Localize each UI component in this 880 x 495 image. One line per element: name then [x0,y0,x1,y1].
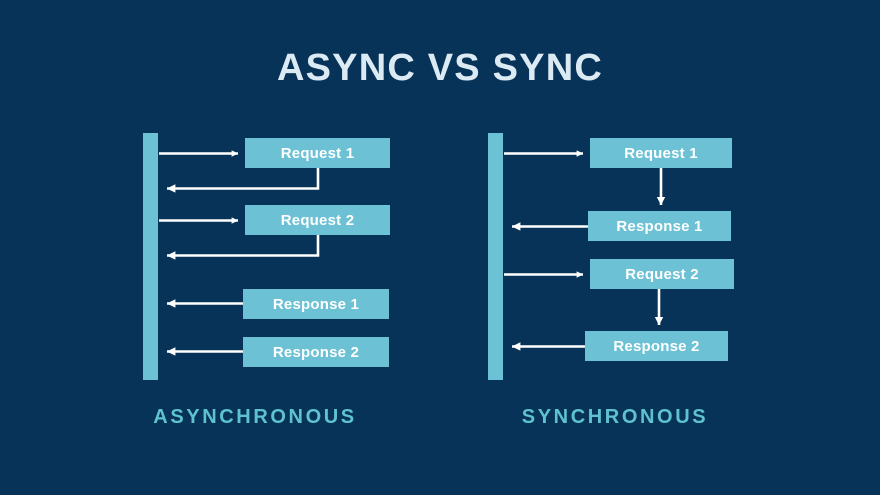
async-lifeline [143,133,158,380]
async-message-box-request-2[interactable]: Request 2 [245,205,390,235]
async-message-box-response-1[interactable]: Response 1 [243,289,389,319]
sync-message-box-response-1[interactable]: Response 1 [588,211,731,241]
sync-message-box-request-2[interactable]: Request 2 [590,259,734,289]
sync-message-box-response-2[interactable]: Response 2 [585,331,728,361]
sync-caption: SYNCHRONOUS [521,406,709,428]
sync-message-box-request-1[interactable]: Request 1 [590,138,732,168]
async-arrow-ack-2-back [166,235,320,260]
sync-lifeline [488,133,503,380]
async-message-box-request-1[interactable]: Request 1 [245,138,390,168]
async-caption: ASYNCHRONOUS [153,406,357,428]
async-arrow-ack-1-back [166,168,320,193]
page-title: ASYNC VS SYNC [276,47,603,89]
async-message-box-response-2[interactable]: Response 2 [243,337,389,367]
